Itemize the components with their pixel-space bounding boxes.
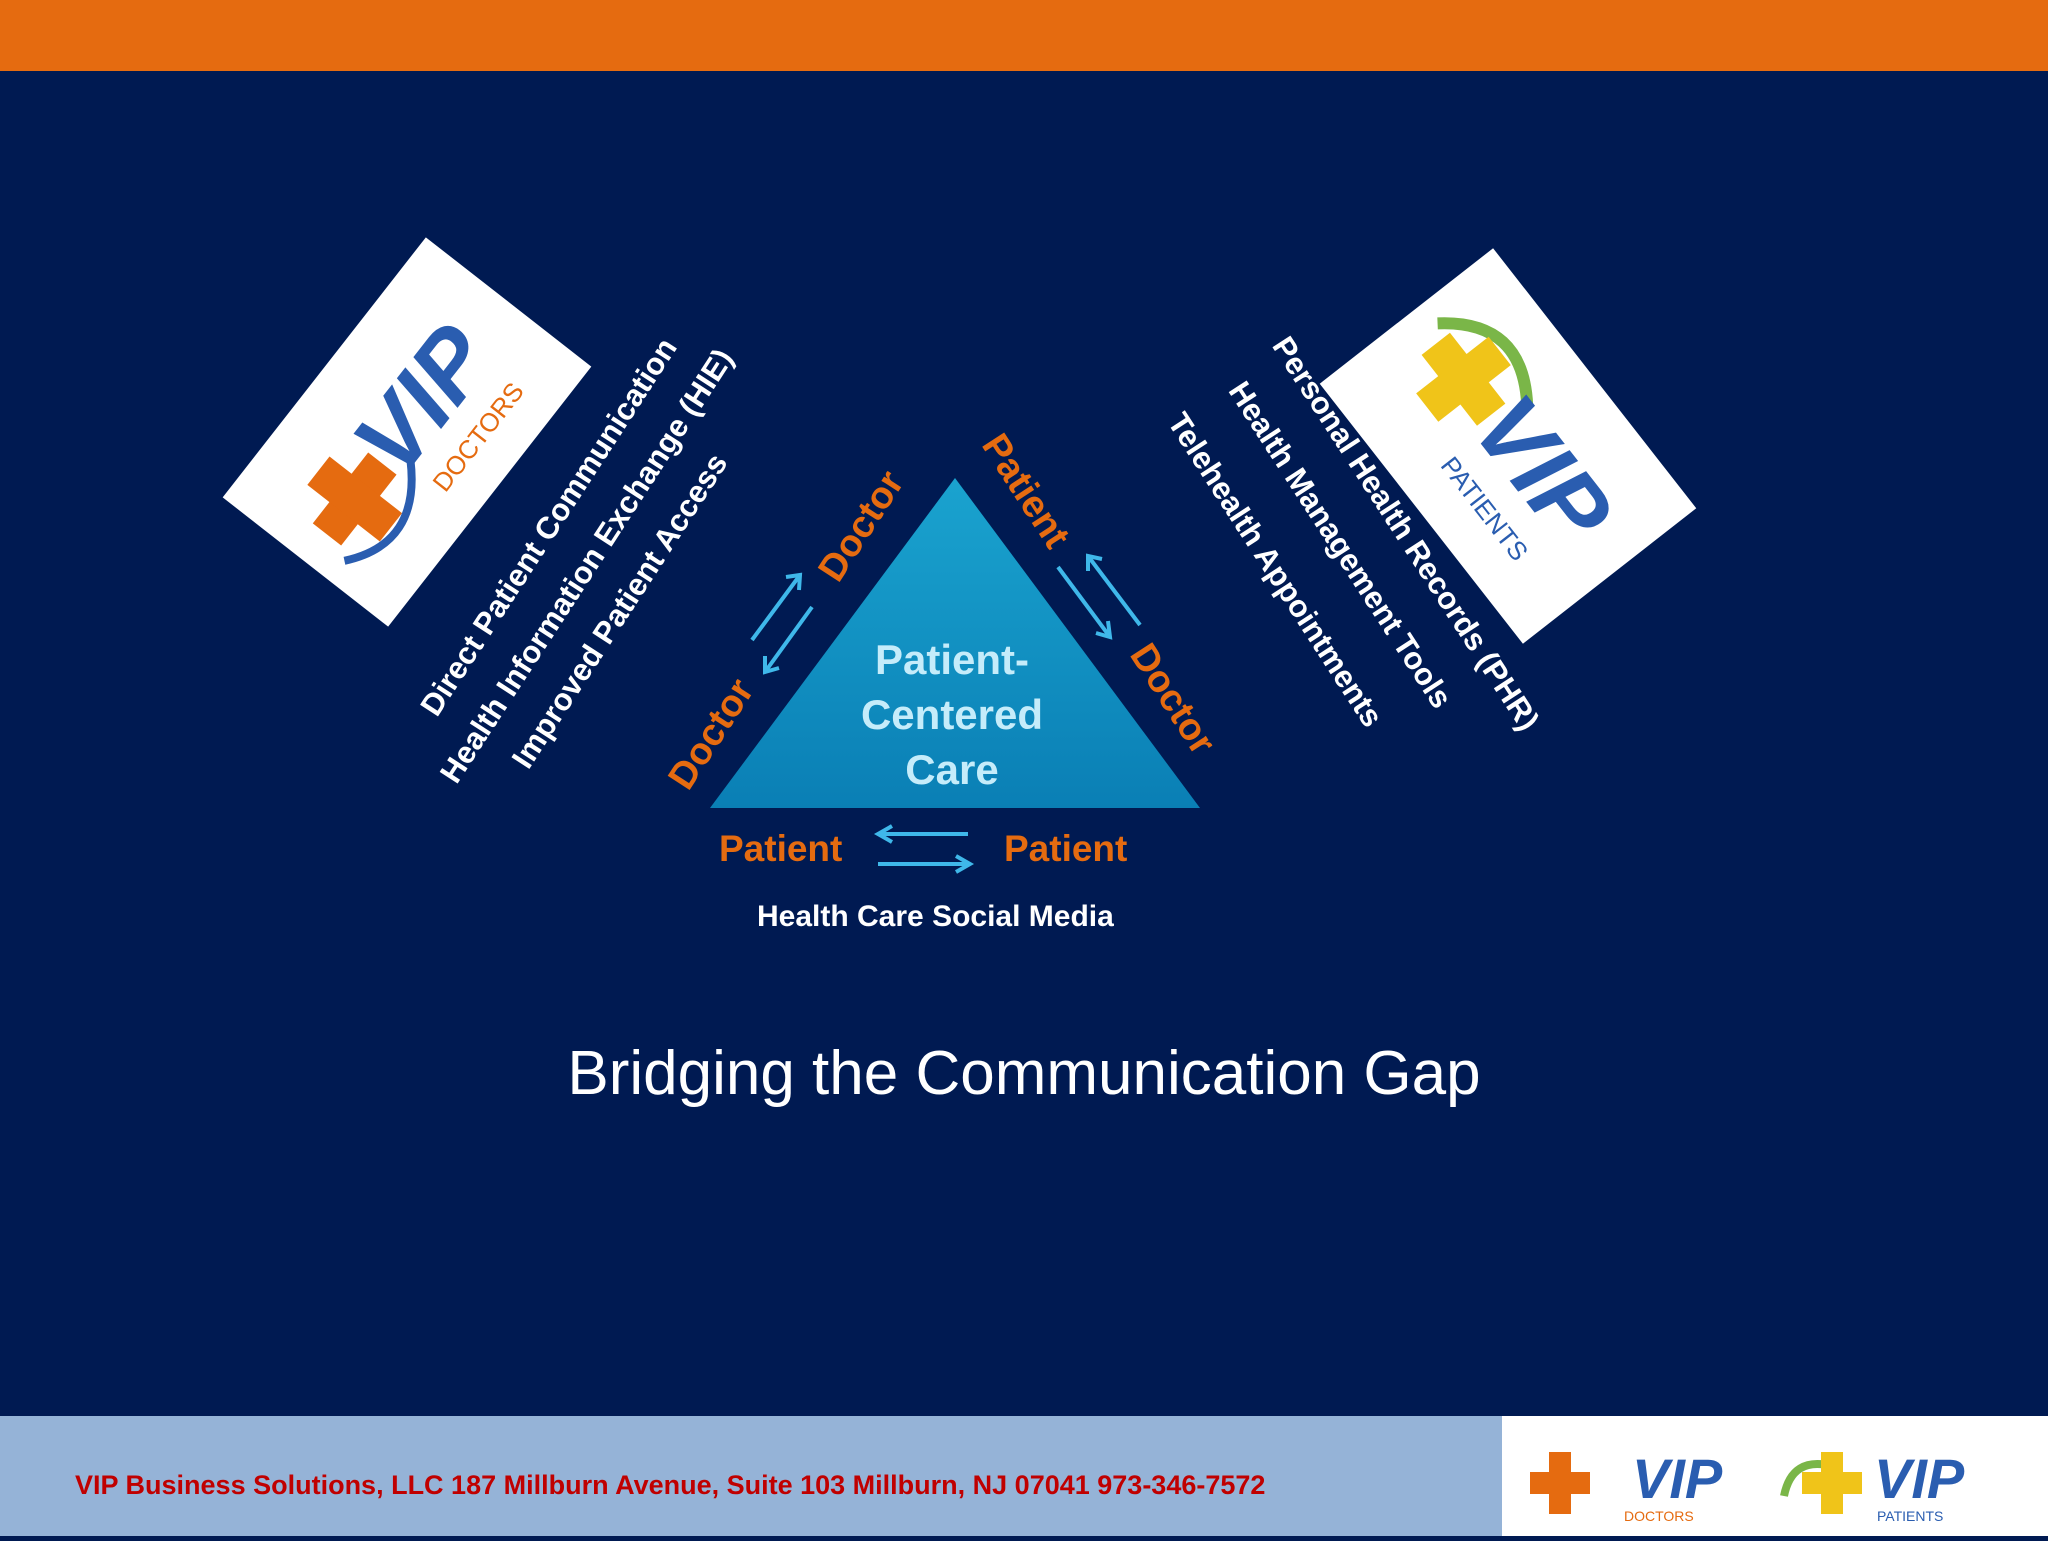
right-exchange-arrows [1056,553,1142,640]
bottom-right-patient-label: Patient [1004,828,1128,869]
bottom-exchange-arrows [873,824,975,874]
vip-patients-logo-card: VIP PATIENTS [1319,248,1697,644]
footer-doctors-logo: VIP DOCTORS [1530,1447,1723,1524]
left-exchange-arrows [750,572,814,675]
footer-patients-sub: PATIENTS [1877,1508,1943,1524]
social-media-caption: Health Care Social Media [757,900,1114,933]
center-line-2: Centered [860,691,1044,738]
swoosh-icon [1437,317,1534,406]
medical-cross-icon [307,452,402,546]
footer-logo-graphics: VIP DOCTORS VIP PATIENTS [1530,1447,1965,1524]
footer-patients-brand: VIP [1874,1447,1965,1510]
footer-patients-logo: VIP PATIENTS [1780,1447,1965,1524]
center-line-3: Care [905,746,999,793]
swoosh-icon [343,459,416,565]
center-line-1: Patient- [874,636,1029,683]
triangle-center-text: Patient- Centered Care [812,632,1092,797]
medical-cross-icon [1416,332,1511,426]
footer-doctors-brand: VIP [1632,1447,1723,1510]
footer-doctors-sub: DOCTORS [1624,1508,1694,1524]
bottom-left-patient-label: Patient [719,828,843,869]
footer-logos: VIP DOCTORS VIP PATIENTS [1502,1416,2048,1536]
top-accent-bar [0,0,2048,71]
footer-contact-text: VIP Business Solutions, LLC 187 Millburn… [75,1470,1266,1500]
slide-title: Bridging the Communication Gap [567,1039,1481,1108]
patient-centered-triangle [710,478,1200,808]
